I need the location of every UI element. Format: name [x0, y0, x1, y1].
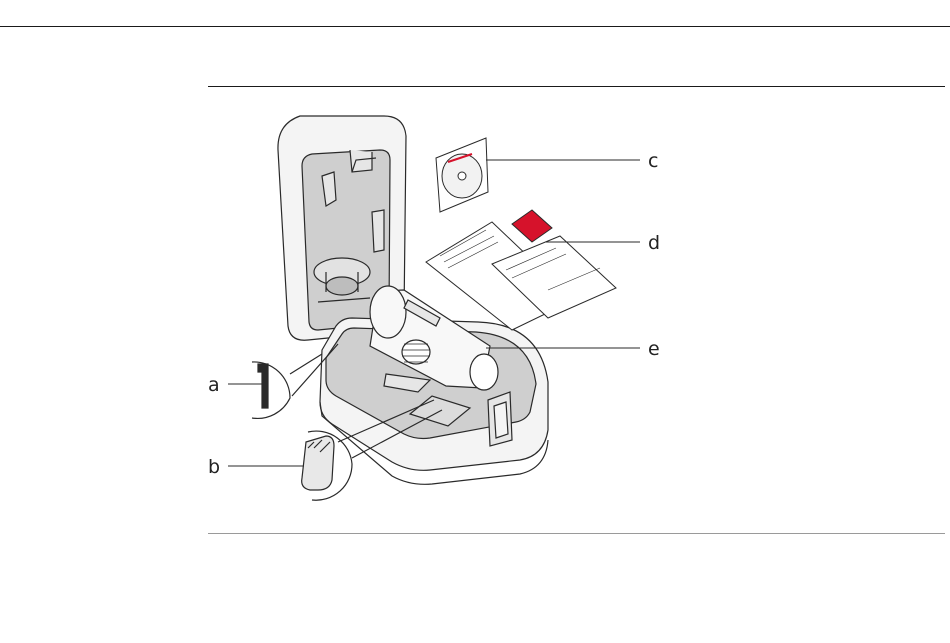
callout-label-c: c	[648, 150, 658, 172]
callout-label-d: d	[648, 232, 660, 254]
callout-label-e: e	[648, 338, 660, 360]
callout-label-b: b	[208, 456, 220, 478]
cd-rom	[436, 138, 488, 212]
documents-and-card	[426, 210, 616, 330]
callout-label-a: a	[208, 374, 220, 396]
